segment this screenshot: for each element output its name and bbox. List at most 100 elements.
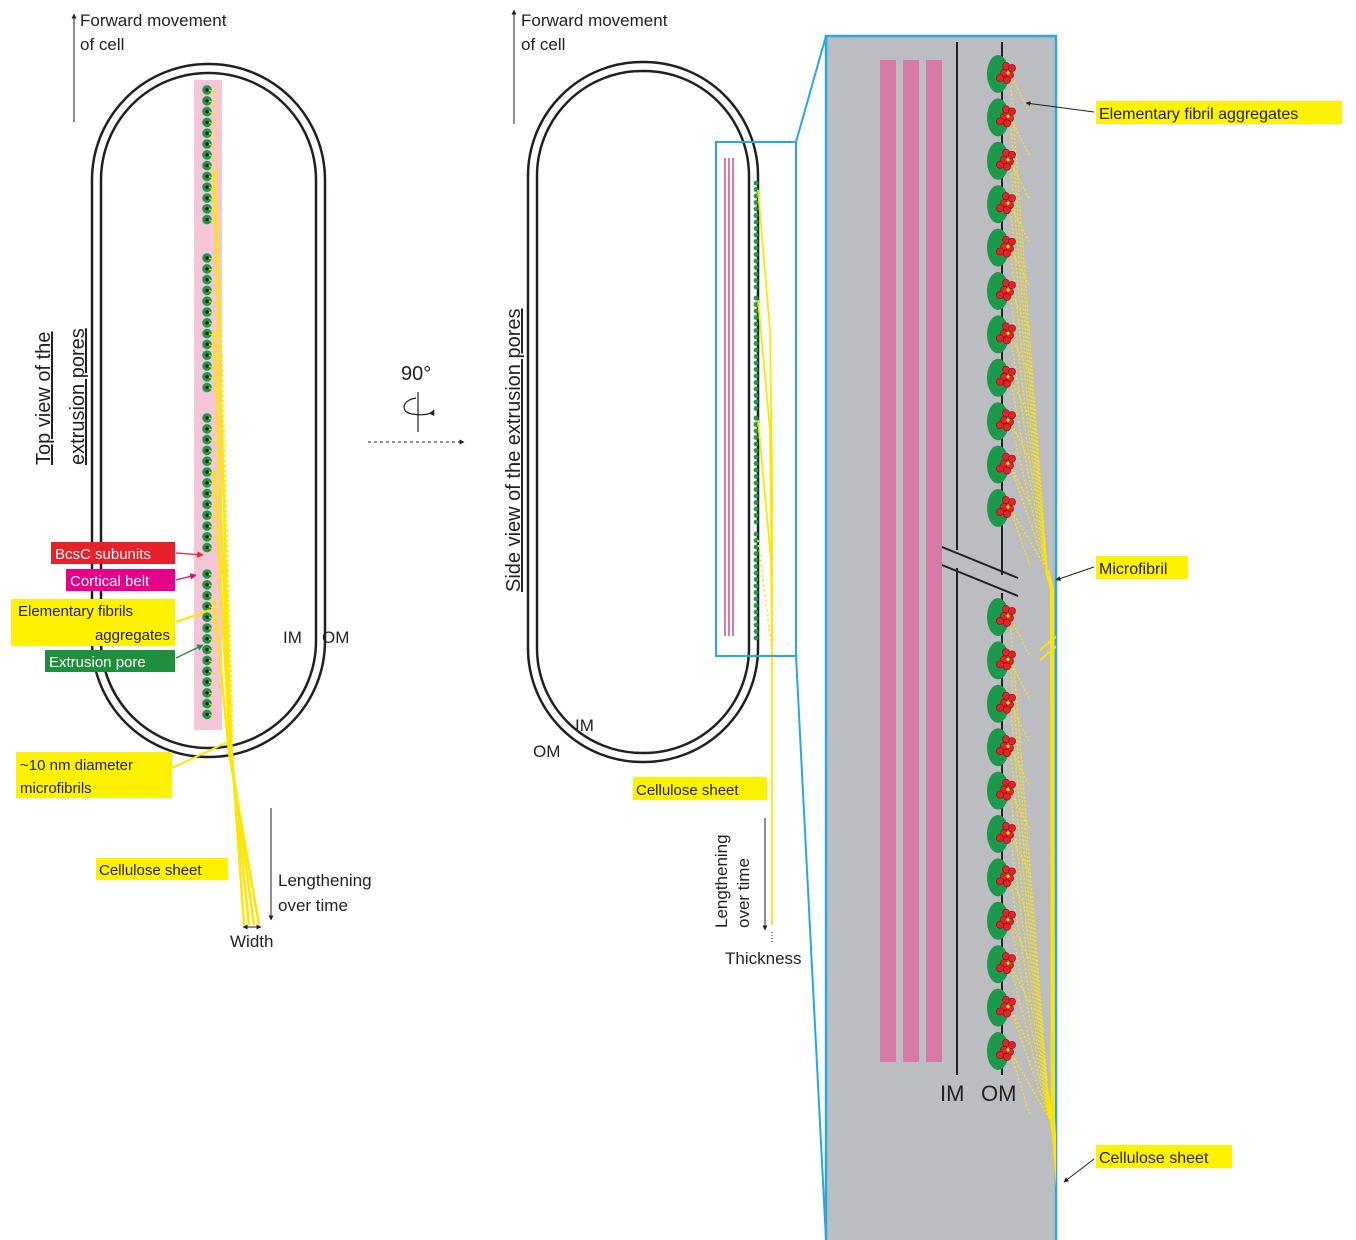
cortical-label: Cortical belt bbox=[70, 573, 150, 590]
bcsc-label: BcsC subunits bbox=[55, 546, 151, 563]
pore-center bbox=[205, 110, 208, 113]
side-pore bbox=[754, 239, 759, 244]
zoom-pink-bar-2 bbox=[903, 60, 919, 1062]
pore-center bbox=[205, 196, 208, 199]
side-view-title-text: Side view of the extrusion pores bbox=[503, 309, 525, 593]
side-pore bbox=[754, 448, 759, 453]
side-pore bbox=[754, 220, 759, 225]
pore-center bbox=[205, 449, 208, 452]
pore-center bbox=[205, 659, 208, 662]
im-label-side: IM bbox=[575, 716, 594, 735]
bcsc-subunit bbox=[1003, 424, 1010, 431]
side-pore bbox=[754, 494, 759, 499]
im-label-top: IM bbox=[283, 628, 302, 647]
lengthening-label-middle: Lengthening over time bbox=[712, 834, 753, 928]
side-pore bbox=[754, 577, 759, 582]
fibril-origin bbox=[1006, 745, 1009, 748]
fibril-origin bbox=[1006, 788, 1009, 791]
side-pore bbox=[754, 341, 759, 346]
side-pore bbox=[754, 584, 759, 589]
bcsc-subunit bbox=[1003, 120, 1010, 127]
zoom-om-label: OM bbox=[981, 1081, 1016, 1106]
zoom-sheet-label: Cellulose sheet bbox=[1099, 1150, 1209, 1167]
pore-center bbox=[205, 583, 208, 586]
side-pore bbox=[754, 335, 759, 340]
bcsc-subunit bbox=[1008, 455, 1015, 462]
pore-center bbox=[205, 416, 208, 419]
side-pore bbox=[754, 603, 759, 608]
om-label-top: OM bbox=[322, 628, 349, 647]
bcsc-subunit bbox=[1008, 238, 1015, 245]
bcsc-subunit bbox=[1008, 911, 1015, 918]
side-pore bbox=[754, 474, 759, 479]
bcsc-subunit bbox=[1003, 163, 1010, 170]
fibril-origin bbox=[1006, 918, 1009, 921]
pore-center bbox=[205, 680, 208, 683]
bcsc-subunit bbox=[1008, 998, 1015, 1005]
bcsc-subunit bbox=[1008, 868, 1015, 875]
bcsc-subunit bbox=[1008, 955, 1015, 962]
side-pore bbox=[754, 487, 759, 492]
zoom-im-label: IM bbox=[940, 1081, 964, 1106]
pore-center bbox=[205, 310, 208, 313]
side-pore bbox=[754, 322, 759, 327]
side-pore bbox=[754, 520, 759, 525]
pore-center bbox=[205, 267, 208, 270]
bcsc-subunit bbox=[1008, 64, 1015, 71]
fibril-origin bbox=[1006, 419, 1009, 422]
side-pore bbox=[754, 278, 759, 283]
bcsc-subunit bbox=[1003, 380, 1010, 387]
side-pore bbox=[754, 416, 759, 421]
side-pore bbox=[754, 590, 759, 595]
side-pore bbox=[754, 387, 759, 392]
elem-label-2: aggregates bbox=[95, 627, 170, 644]
bcsc-subunit bbox=[996, 422, 1003, 429]
pore-label: Extrusion pore bbox=[49, 654, 146, 671]
side-pore bbox=[754, 400, 759, 405]
fibril-origin bbox=[1006, 288, 1009, 291]
side-pore bbox=[754, 545, 759, 550]
side-pore bbox=[754, 380, 759, 385]
fibril-origin bbox=[1006, 375, 1009, 378]
side-pore bbox=[754, 636, 759, 641]
pore-center bbox=[205, 375, 208, 378]
bcsc-subunit bbox=[996, 834, 1003, 841]
pore-center bbox=[205, 691, 208, 694]
pore-center bbox=[205, 713, 208, 716]
pore-center bbox=[205, 364, 208, 367]
side-pore bbox=[754, 296, 759, 301]
fibril-origin bbox=[1006, 158, 1009, 161]
pore-center bbox=[205, 354, 208, 357]
pore-center bbox=[205, 460, 208, 463]
side-pore bbox=[754, 181, 759, 186]
rotation-angle: 90° bbox=[401, 363, 431, 385]
side-pore bbox=[754, 610, 759, 615]
pore-center bbox=[205, 207, 208, 210]
bcsc-subunit bbox=[1003, 207, 1010, 214]
pore-center bbox=[205, 594, 208, 597]
forward-label-middle-1: Forward movement bbox=[521, 11, 668, 30]
side-pore bbox=[754, 226, 759, 231]
bcsc-subunit bbox=[996, 748, 1003, 755]
bcsc-subunit bbox=[1003, 793, 1010, 800]
zoom-elem-label: Elementary fibril aggregates bbox=[1099, 106, 1298, 123]
top-view-title-2: extrusion pores bbox=[67, 328, 89, 465]
bcsc-subunit bbox=[996, 704, 1003, 711]
bcsc-subunit bbox=[996, 378, 1003, 385]
side-view-panel: Forward movement of cell Side view of th… bbox=[503, 10, 826, 1240]
bcsc-subunit bbox=[996, 161, 1003, 168]
side-pore bbox=[754, 328, 759, 333]
side-pore bbox=[754, 551, 759, 556]
bcsc-subunit bbox=[1003, 663, 1010, 670]
side-pore bbox=[754, 348, 759, 353]
side-pore bbox=[754, 532, 759, 537]
side-fibrils bbox=[758, 190, 772, 925]
pore-center bbox=[205, 535, 208, 538]
lengthening-label-middle-2: over time bbox=[734, 858, 753, 928]
bcsc-subunit bbox=[996, 617, 1003, 624]
pore-center bbox=[205, 142, 208, 145]
bcsc-subunit bbox=[1003, 467, 1010, 474]
side-pore bbox=[754, 481, 759, 486]
pore-center bbox=[205, 289, 208, 292]
bcsc-subunit bbox=[996, 921, 1003, 928]
